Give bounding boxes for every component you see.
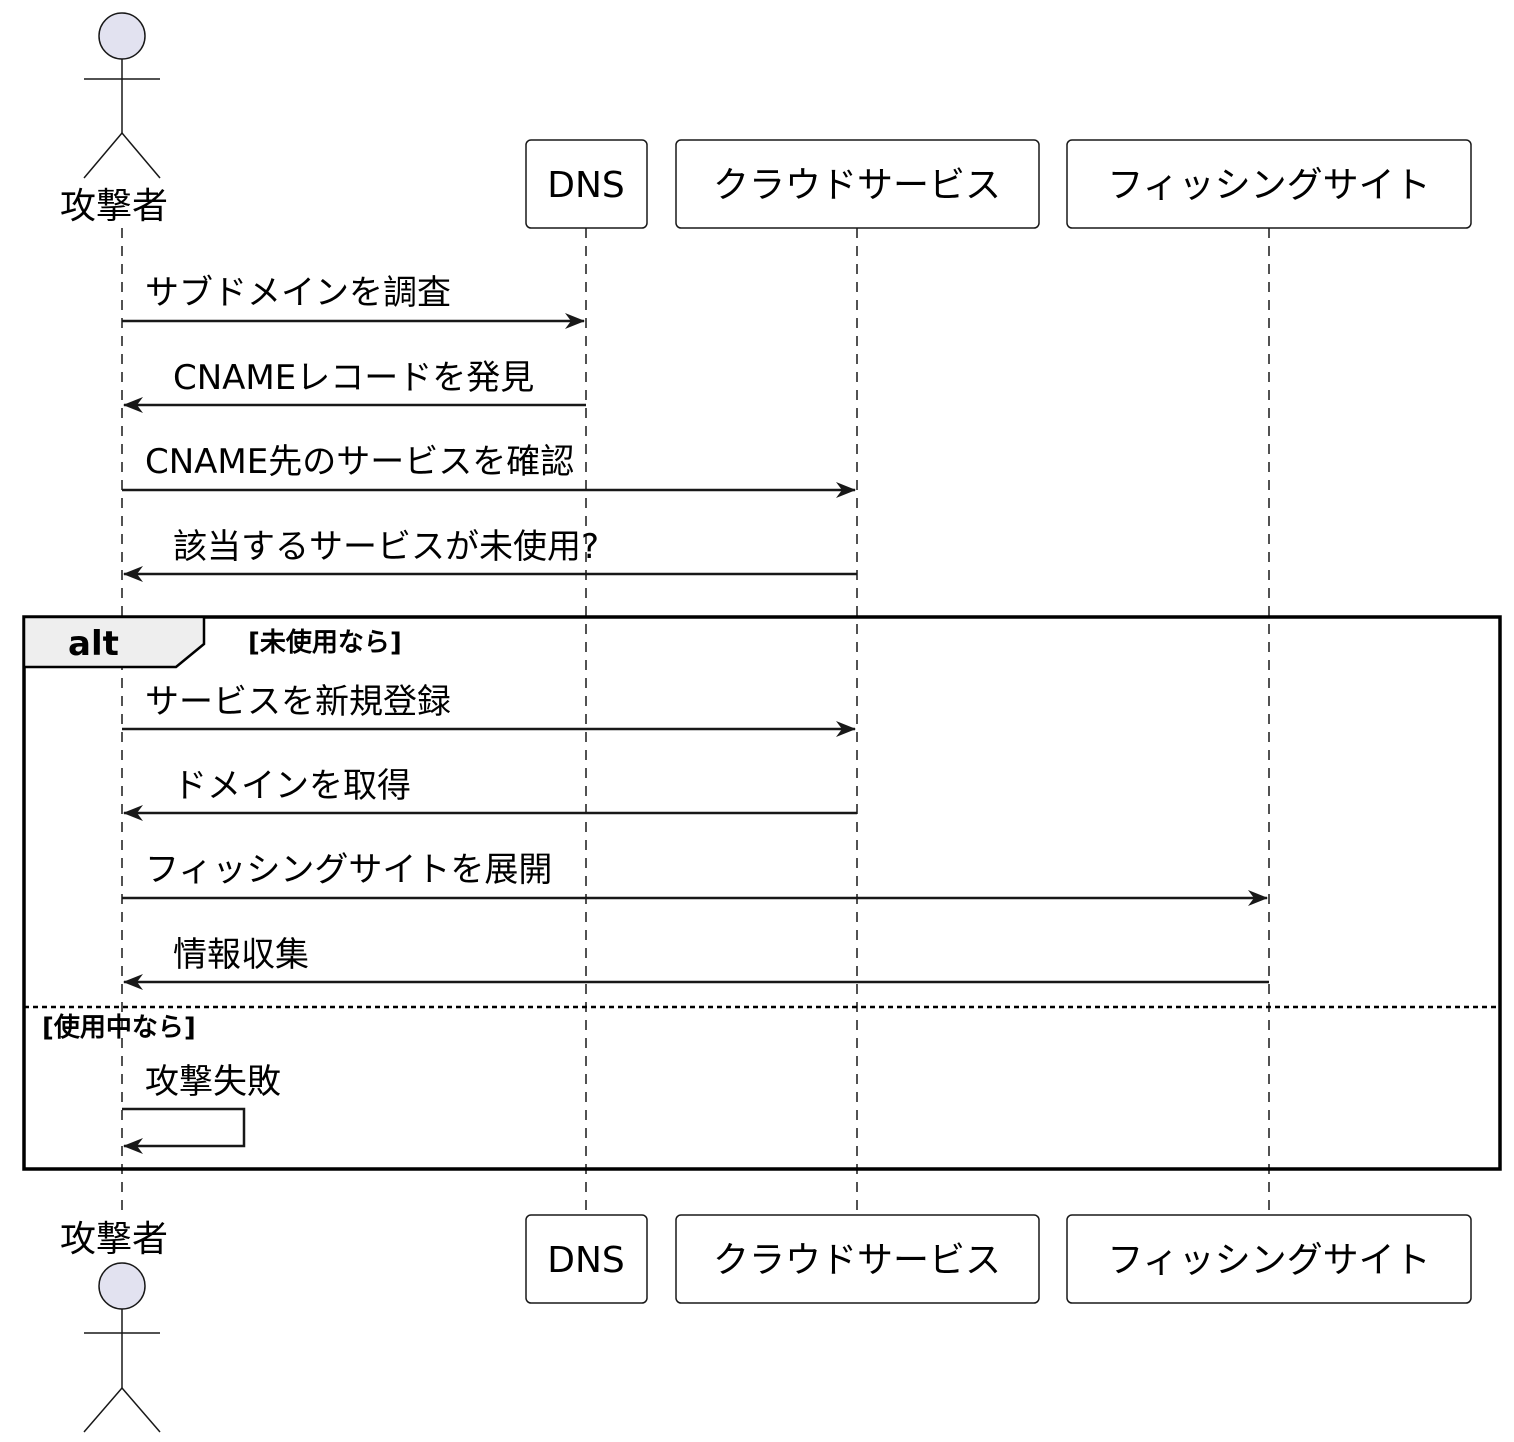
message-label: サービスを新規登録	[145, 682, 451, 722]
alt-guard-1: [未使用なら]	[248, 628, 402, 658]
actor-attacker-top: 攻撃者	[60, 12, 168, 227]
participant-cloud-top: クラウドサービス	[675, 139, 1040, 229]
participant-attacker-label: 攻撃者	[60, 186, 168, 227]
alt-header	[22, 615, 206, 669]
message-5: サービスを新規登録	[122, 682, 856, 737]
message-label: CNAMEレコードを発見	[173, 358, 534, 398]
message-1: サブドメインを調査	[122, 273, 585, 329]
message-label: サブドメインを調査	[145, 273, 451, 313]
participants-bottom: 攻撃者 DNS クラウドサービス フィッシングサイト	[60, 1214, 1472, 1433]
participant-phishing-top: フィッシングサイト	[1066, 139, 1472, 229]
message-label: CNAME先のサービスを確認	[145, 442, 574, 482]
actor-head-icon	[98, 1262, 146, 1310]
alt-frame	[22, 615, 1502, 1171]
message-label: フィッシングサイトを展開	[145, 850, 552, 890]
participants-top: 攻撃者 DNS クラウドサービス フィッシングサイト	[60, 12, 1472, 229]
participant-phishing-label: フィッシングサイト	[1107, 1240, 1430, 1281]
self-message-arrow	[122, 1107, 246, 1154]
message-6: ドメインを取得	[123, 766, 857, 821]
alt-fragment: alt [未使用なら] [使用中なら]	[22, 615, 1502, 1171]
message-label: 情報収集	[173, 935, 309, 975]
actor-head-icon	[98, 12, 146, 60]
message-3: CNAME先のサービスを確認	[122, 442, 856, 498]
actor-attacker-bottom: 攻撃者	[60, 1219, 168, 1433]
participant-phishing-bottom: フィッシングサイト	[1066, 1214, 1472, 1304]
alt-keyword: alt	[68, 624, 119, 664]
messages: サブドメインを調査 CNAMEレコードを発見 CNAME先のサービスを確認 該当…	[122, 273, 1269, 1154]
lifelines	[121, 228, 1270, 1215]
participant-phishing-label: フィッシングサイト	[1107, 165, 1430, 206]
participant-cloud-label: クラウドサービス	[713, 165, 1001, 206]
message-8: 情報収集	[123, 935, 1269, 990]
participant-dns-label: DNS	[547, 1240, 625, 1281]
message-4: 該当するサービスが未使用?	[123, 527, 857, 582]
participant-dns-top: DNS	[525, 139, 648, 229]
message-2: CNAMEレコードを発見	[123, 358, 586, 413]
message-label: 攻撃失敗	[145, 1062, 281, 1102]
message-9-self: 攻撃失敗	[122, 1062, 281, 1154]
message-label: ドメインを取得	[173, 766, 411, 806]
participant-cloud-label: クラウドサービス	[713, 1240, 1001, 1281]
participant-dns-bottom: DNS	[525, 1214, 648, 1304]
participant-attacker-label: 攻撃者	[60, 1219, 168, 1260]
message-label: 該当するサービスが未使用?	[173, 527, 599, 567]
participant-cloud-bottom: クラウドサービス	[675, 1214, 1040, 1304]
alt-guard-2: [使用中なら]	[42, 1013, 196, 1043]
message-7: フィッシングサイトを展開	[122, 850, 1268, 906]
participant-dns-label: DNS	[547, 165, 625, 206]
